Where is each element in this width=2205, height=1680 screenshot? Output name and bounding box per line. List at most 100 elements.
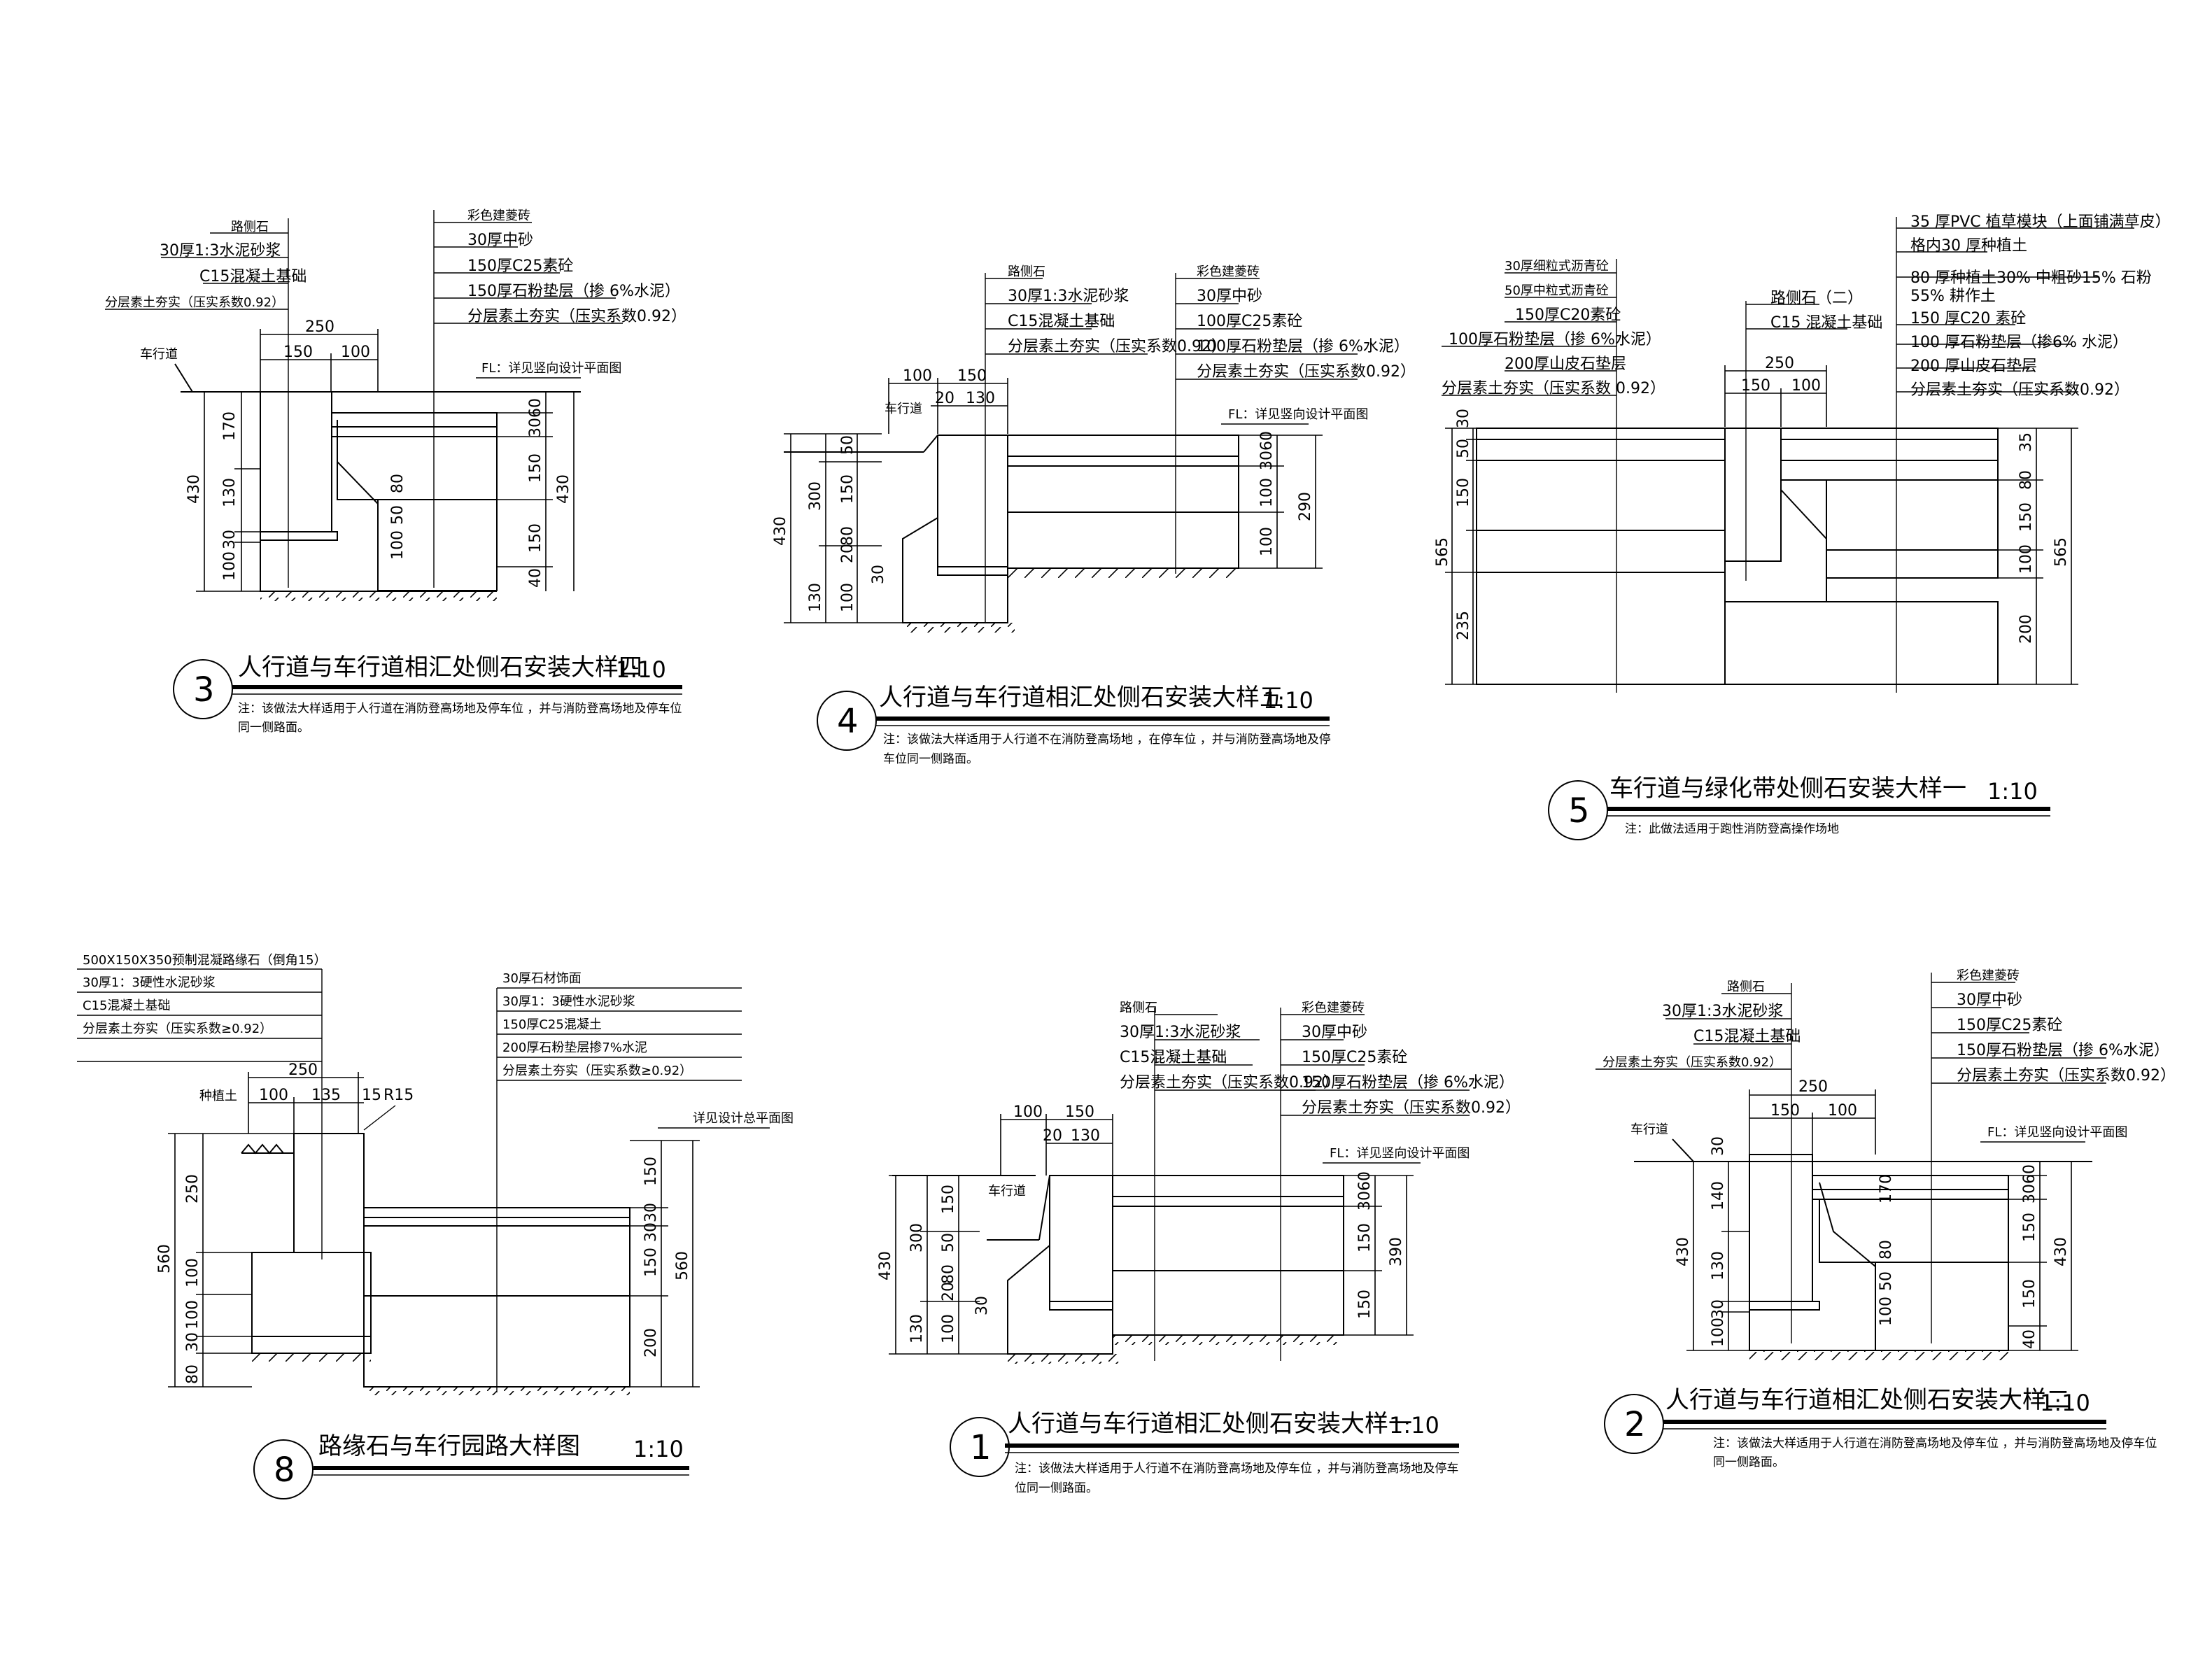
detail-5-right-leaders: 35 厚PVC 植草模块（上面铺满草皮） 格内30 厚种植土 80 厚种植土30… (1896, 213, 2171, 693)
detail-5-label-kerb: 路侧石（二） (1770, 290, 1863, 307)
detail-3-kerb-stone (260, 391, 332, 532)
detail-4-dim-20b: 20 (839, 544, 857, 563)
detail-1-dim-20b: 20 (940, 1282, 957, 1301)
detail-8-dim-250: 250 (288, 1061, 318, 1079)
detail-3-dim-30: 30 (221, 530, 239, 549)
detail-3-dim-430r: 430 (555, 474, 572, 504)
detail-3-label-mortar: 30厚1:3水泥砂浆 (160, 242, 281, 260)
detail-2-dim-140: 140 (1710, 1181, 1727, 1210)
detail-2: 路侧石 30厚1:3水泥砂浆 C15混凝土基础 分层素土夯实（压实系数0.92）… (1595, 968, 2176, 1469)
detail-5-dim-30: 30 (1455, 409, 1472, 428)
detail-2-label-mortar: 30厚1:3水泥砂浆 (1662, 1003, 1783, 1020)
detail-5-dim-150c: 150 (2017, 502, 2035, 532)
detail-1-label-base: C15混凝土基础 (1120, 1049, 1227, 1066)
detail-4-dim-150b: 150 (839, 474, 857, 504)
detail-1-label-paver: 彩色建菱砖 (1302, 1001, 1365, 1015)
detail-8-label-concrete: 150厚C25混凝土 (502, 1017, 602, 1032)
detail-4-label-paver: 彩色建菱砖 (1197, 264, 1260, 279)
detail-3-label-sand: 30厚中砂 (467, 232, 533, 249)
detail-8-left-table: 500X150X350预制混凝路缘石（倒角15） 30厚1：3硬性水泥砂浆 C1… (77, 953, 327, 1259)
detail-8: 500X150X350预制混凝路缘石（倒角15） 30厚1：3硬性水泥砂浆 C1… (77, 953, 794, 1499)
detail-4-label-concrete: 100厚C25素砼 (1197, 313, 1302, 330)
detail-1-dim-130b: 130 (908, 1314, 926, 1343)
detail-3-note-1: 注：该做法大样适用于人行道在消防登高场地及停车位 ，并与消防登高场地及停车位 (238, 702, 682, 716)
detail-8-dim-200: 200 (642, 1328, 660, 1357)
detail-4-dim-430: 430 (772, 516, 789, 546)
detail-4-label-soil-r: 分层素土夯实（压实系数0.92） (1197, 363, 1416, 381)
detail-1-note-1: 注：该做法大样适用于人行道不在消防登高场地及停车位 ，并与消防登高场地及停车 (1015, 1462, 1458, 1476)
detail-3-label-paver: 彩色建菱砖 (467, 209, 530, 223)
detail-1-dim-50: 50 (940, 1233, 957, 1252)
detail-1-number: 1 (970, 1428, 992, 1467)
detail-2-note-2: 同一侧路面。 (1713, 1455, 1784, 1469)
detail-3-label-kerb: 路侧石 (231, 220, 269, 234)
detail-5-scale: 1:10 (1987, 778, 2038, 805)
detail-3-dim-170: 170 (221, 411, 239, 441)
detail-2-number: 2 (1624, 1405, 1646, 1444)
detail-1: 路侧石 30厚1:3水泥砂浆 C15混凝土基础 分层素土夯实（压实系数0.92）… (877, 1001, 1521, 1495)
detail-3-label-soil-r: 分层素土夯实（压实系数0.92） (467, 308, 686, 325)
detail-3-dim-100: 100 (341, 344, 370, 361)
detail-5-dim-250: 250 (1765, 355, 1794, 372)
detail-1-label-soil: 分层素土夯实（压实系数0.92） (1120, 1074, 1339, 1092)
detail-3-dim-130: 130 (221, 478, 239, 507)
detail-4-dim-100: 100 (903, 367, 932, 385)
detail-8-title: 路缘石与车行园路大样图 (318, 1432, 580, 1460)
detail-1-dim-80: 80 (940, 1264, 957, 1284)
detail-3-dim-250: 250 (305, 318, 334, 336)
detail-2-dim-3060: 3060 (2021, 1164, 2038, 1203)
detail-5-label-arable: 55% 耕作土 (1910, 288, 1996, 305)
detail-5-note-1: 注：此做法适用于跑性消防登高操作场地 (1625, 822, 1839, 836)
detail-1-dim-430: 430 (877, 1251, 894, 1280)
detail-2-note-1: 注：该做法大样适用于人行道在消防登高场地及停车位 ，并与消防登高场地及停车位 (1713, 1437, 2157, 1450)
detail-8-dim-250b: 250 (184, 1174, 202, 1203)
detail-4-label-kerb: 路侧石 (1008, 264, 1045, 279)
detail-8-dim-100c: 100 (184, 1300, 202, 1329)
detail-5-dim-565r: 565 (2052, 537, 2070, 567)
detail-3-road-label: 车行道 (140, 347, 178, 362)
detail-4-dim-130: 130 (966, 390, 995, 407)
detail-5-number: 5 (1568, 791, 1590, 831)
detail-3-dim-150c: 150 (527, 453, 544, 483)
detail-1-dim-150d: 150 (1356, 1290, 1374, 1319)
detail-4-dim-80: 80 (839, 526, 857, 546)
detail-2-label-base: C15混凝土基础 (1693, 1028, 1801, 1045)
detail-2-label-paver: 彩色建菱砖 (1957, 968, 2020, 983)
detail-1-label-sand: 30厚中砂 (1302, 1024, 1367, 1041)
detail-3-note-2: 同一侧路面。 (238, 721, 309, 735)
detail-4-dim-100b: 100 (839, 583, 857, 612)
detail-2-label-soil: 分层素土夯实（压实系数0.92） (1602, 1055, 1782, 1070)
detail-4-road-label: 车行道 (885, 402, 922, 416)
detail-3-right-leaders: 彩色建菱砖 30厚中砂 150厚C25素砼 150厚石粉垫层（掺 6%水泥） 分… (433, 209, 686, 588)
detail-4-dim-20: 20 (935, 390, 954, 407)
detail-1-dim-100b: 100 (940, 1314, 957, 1343)
detail-4-label-mortar: 30厚1:3水泥砂浆 (1008, 288, 1129, 305)
detail-4-label-base: C15混凝土基础 (1008, 313, 1115, 330)
detail-1-dim-20: 20 (1043, 1127, 1062, 1145)
detail-1-dim-3060: 3060 (1356, 1171, 1374, 1210)
detail-2-dim-430: 430 (1675, 1237, 1692, 1266)
detail-2-scale: 1:10 (2040, 1390, 2090, 1416)
detail-3-scale: 1:10 (616, 656, 666, 683)
detail-2-label-sand: 30厚中砂 (1957, 991, 2022, 1009)
detail-3-dim-100c: 100 (389, 530, 407, 560)
detail-1-label-soil-r: 分层素土夯实（压实系数0.92） (1302, 1099, 1521, 1117)
detail-8-grass-icon (241, 1143, 284, 1155)
detail-3-title: 人行道与车行道相汇处侧石安装大样四 (238, 654, 642, 682)
detail-4-dim-290: 290 (1297, 492, 1314, 521)
detail-8-label-mortar: 30厚1：3硬性水泥砂浆 (83, 975, 216, 990)
detail-8-ref-label: 详见设计总平面图 (693, 1111, 794, 1126)
detail-5-label-concrete: 150厚C20素砼 (1515, 306, 1621, 324)
detail-1-note-2: 位同一侧路面。 (1015, 1481, 1098, 1495)
detail-3-dim-100b: 100 (221, 551, 239, 581)
detail-2-dim-30b: 30 (1710, 1299, 1727, 1319)
detail-5: 30厚细粒式沥青砼 50厚中粒式沥青砼 150厚C20素砼 100厚石粉垫层（掺… (1434, 213, 2171, 840)
detail-2-dim-100: 100 (1828, 1102, 1857, 1120)
detail-3-label-stone: 150厚石粉垫层（掺 6%水泥） (467, 283, 680, 300)
detail-8-dim-100b: 100 (184, 1258, 202, 1287)
detail-8-plant-label: 种植土 (199, 1089, 237, 1103)
detail-5-label-pvc: 35 厚PVC 植草模块（上面铺满草皮） (1910, 213, 2171, 231)
detail-4-label-soil: 分层素土夯实（压实系数0.92） (1008, 338, 1227, 355)
detail-5-label-rubble: 200厚山皮石垫层 (1505, 355, 1626, 373)
